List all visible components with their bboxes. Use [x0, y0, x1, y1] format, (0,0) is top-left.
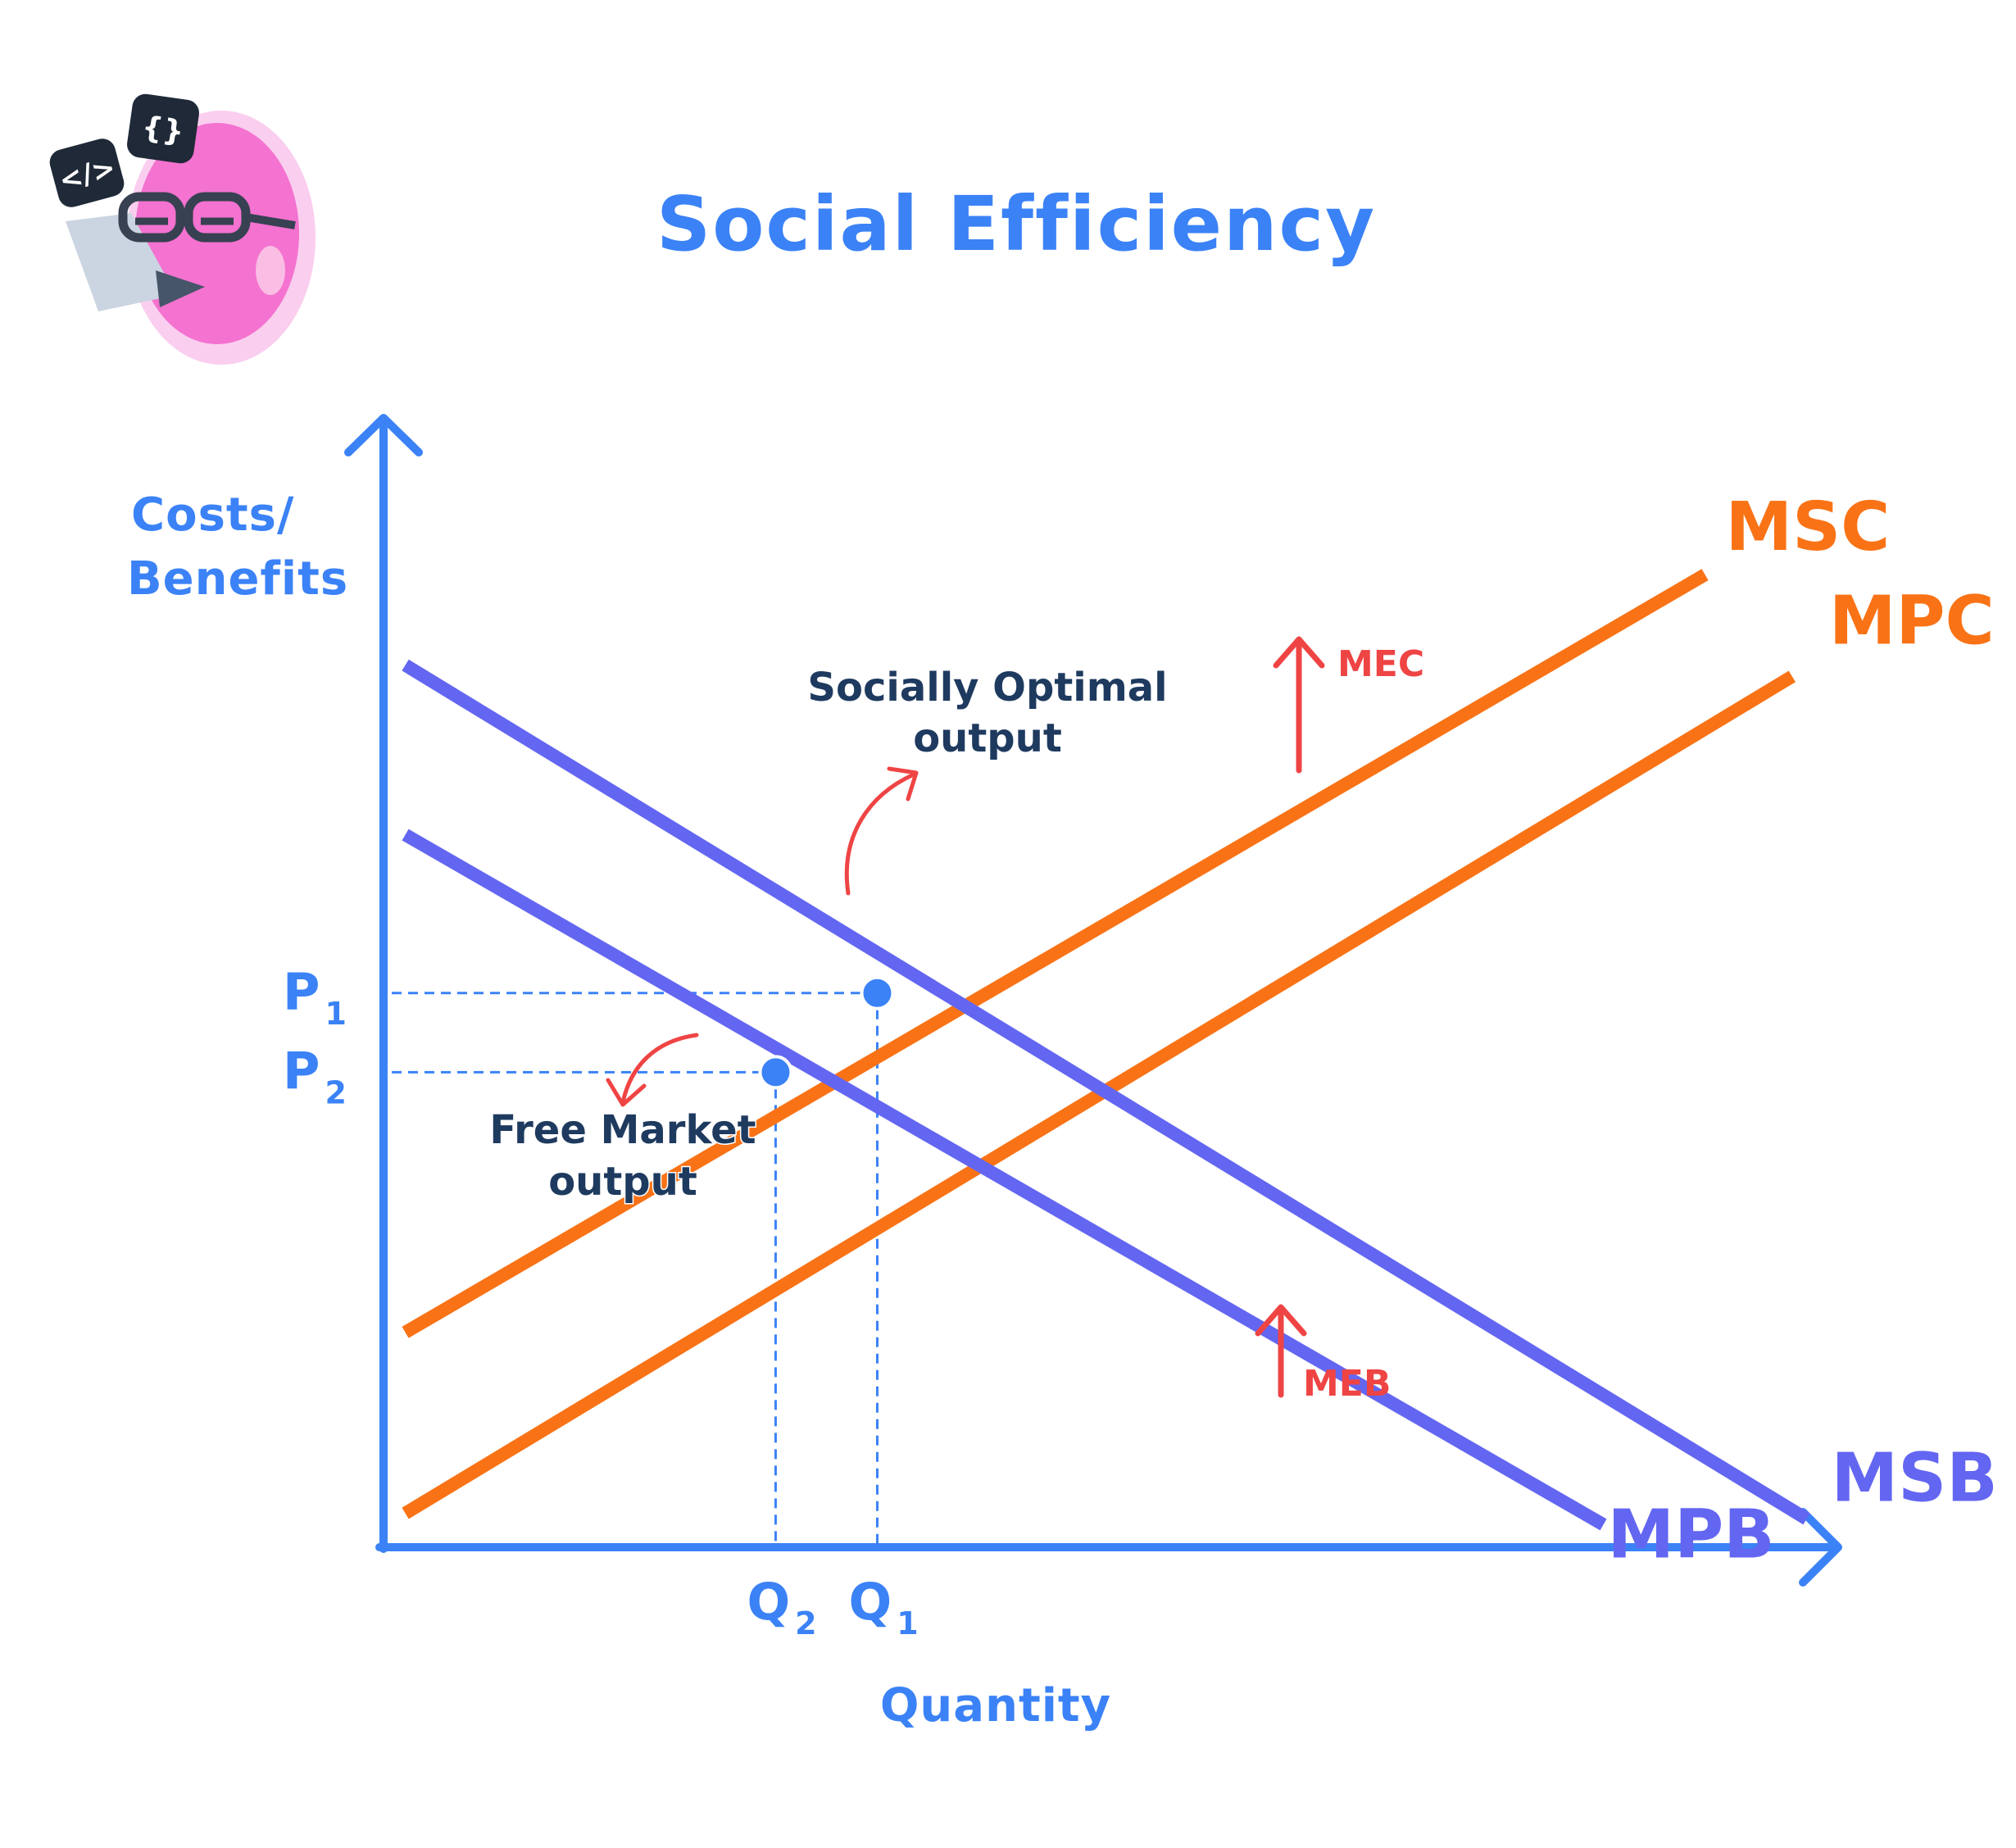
- free-market-label-line2: output: [548, 1159, 697, 1205]
- equilibrium-point-1: [860, 975, 895, 1010]
- axes: [344, 414, 1842, 1587]
- mec-label: MEC: [1337, 643, 1424, 685]
- mpb-label: MPB: [1607, 1496, 1774, 1573]
- page-title: Social Efficiency: [656, 180, 1376, 268]
- y-axis-label-line1: Costs/: [131, 488, 294, 542]
- y-axis-label-line2: Benefits: [127, 552, 348, 606]
- mascot-logo: </> {}: [49, 93, 316, 365]
- equilibrium-point-2: [758, 1055, 793, 1090]
- msb-label: MSB: [1832, 1440, 1998, 1518]
- msc-label: MSC: [1726, 488, 1891, 566]
- mec-shift: MEC: [1273, 636, 1424, 774]
- code-badge-icon: </>: [49, 138, 125, 207]
- socially-optimal-label-line2: output: [913, 715, 1062, 761]
- meb-shift: MEB: [1255, 1304, 1391, 1405]
- x-axis-label: Quantity: [880, 1679, 1111, 1732]
- braces-badge-icon: {}: [127, 93, 199, 164]
- meb-label: MEB: [1303, 1363, 1391, 1405]
- msb-curve: [402, 659, 1810, 1525]
- laptop-icon: [66, 213, 176, 311]
- msc-curve: [402, 569, 1709, 1338]
- x-axis-arrowhead: [1799, 1508, 1842, 1587]
- guide-lines: [392, 992, 879, 1543]
- braces-badge-text: {}: [140, 111, 186, 150]
- socially-optimal-label-line1: Socially Optimal: [807, 665, 1167, 711]
- curves: MSC MPC MSB MPB: [402, 488, 1998, 1573]
- free-market-label-line1: Free Market: [489, 1107, 756, 1153]
- equilibrium-points: [758, 975, 895, 1090]
- mpc-label: MPC: [1829, 582, 1995, 660]
- socially-optimal-arrow-icon: [844, 772, 916, 896]
- mpb-curve: [402, 829, 1607, 1531]
- free-market-arrow-icon: [620, 1033, 699, 1105]
- y-axis-arrowhead: [344, 414, 423, 456]
